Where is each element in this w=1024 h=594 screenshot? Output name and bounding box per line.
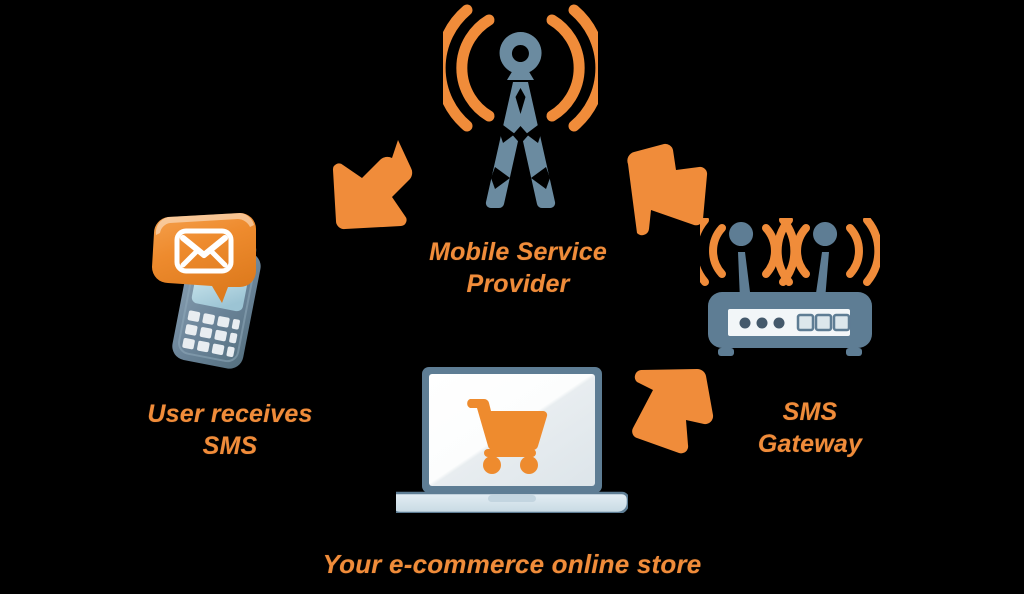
shopping-cart-icon — [467, 398, 548, 474]
arrow-store-to-gateway — [620, 362, 720, 462]
label-sms-gateway: SMS Gateway — [757, 398, 863, 458]
arrow-gateway-to-tower — [620, 136, 720, 236]
phone-sms-icon — [150, 207, 315, 382]
wifi-router-icon — [689, 216, 883, 363]
arrow-tower-to-phone — [312, 134, 418, 234]
laptop-shopping-cart-icon — [388, 361, 630, 515]
label-mobile-service-provider: Mobile Service Provider — [429, 238, 607, 298]
sms-bubble — [152, 213, 256, 303]
cell-tower-icon — [434, 4, 607, 209]
label-user-receives-sms: User receives SMS — [147, 400, 313, 460]
label-ecommerce-store: Your e-commerce online store — [322, 549, 702, 579]
